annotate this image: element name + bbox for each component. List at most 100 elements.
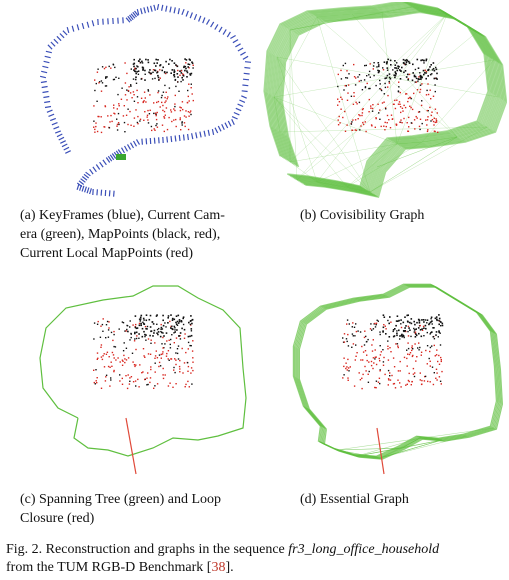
- mappoint-black: [405, 63, 407, 65]
- mappoint-red: [183, 337, 186, 339]
- mappoint-red: [160, 357, 162, 359]
- mappoint-red: [121, 364, 124, 366]
- mappoint-red: [96, 71, 99, 73]
- mappoint-black: [351, 121, 353, 123]
- mappoint-black: [404, 330, 406, 332]
- mappoint-black: [190, 334, 193, 337]
- mappoint-red: [363, 336, 366, 339]
- mappoint-red: [344, 130, 347, 132]
- mappoint-red: [162, 347, 164, 349]
- mappoint-red: [400, 111, 402, 114]
- mappoint-red: [134, 380, 137, 382]
- keyframe-marker: [61, 143, 68, 148]
- mappoint-red: [374, 322, 376, 325]
- keyframe-marker: [113, 190, 115, 197]
- keyframe-marker: [237, 103, 244, 108]
- mappoint-red: [188, 100, 190, 102]
- mappoint-red: [120, 98, 123, 100]
- mappoint-red: [392, 383, 395, 385]
- mappoint-red: [407, 353, 409, 355]
- mappoint-black: [424, 319, 427, 321]
- mappoint-black: [117, 112, 120, 115]
- mappoint-black: [126, 328, 128, 331]
- mappoint-red: [355, 330, 358, 333]
- mappoint-red: [434, 108, 437, 110]
- mappoint-black: [144, 69, 146, 72]
- mappoint-red: [400, 119, 402, 121]
- mappoint-black: [157, 59, 159, 61]
- mappoint-red: [110, 67, 112, 69]
- mappoint-red: [108, 356, 110, 358]
- mappoint-black: [419, 75, 422, 78]
- mappoint-red: [179, 106, 181, 108]
- spanning-tree-edge: [39, 285, 247, 457]
- mappoint-black: [131, 352, 134, 354]
- figure-caption-reference[interactable]: 38: [211, 560, 226, 575]
- mappoint-black: [401, 335, 403, 338]
- mappoint-red: [373, 362, 375, 364]
- mappoint-black: [407, 78, 409, 81]
- mappoint-black: [419, 329, 422, 331]
- mappoint-red: [353, 385, 356, 387]
- mappoint-red: [368, 111, 370, 113]
- mappoint-black: [171, 319, 174, 321]
- keyframe-marker: [126, 144, 132, 150]
- mappoint-red: [104, 105, 106, 107]
- mappoint-red: [390, 114, 393, 116]
- mappoint-black: [156, 314, 158, 316]
- mappoint-black: [419, 78, 421, 80]
- mappoint-red: [394, 107, 397, 110]
- mappoint-black: [176, 324, 179, 326]
- mappoint-red: [134, 365, 136, 368]
- mappoint-black: [143, 330, 145, 333]
- keyframe-marker: [241, 90, 248, 93]
- keyframe-marker: [42, 65, 49, 69]
- keyframe-marker: [205, 19, 211, 25]
- mappoint-black: [135, 76, 137, 78]
- mappoint-red: [407, 325, 410, 328]
- keyframe-marker: [51, 122, 58, 126]
- mappoint-red: [412, 373, 415, 375]
- mappoint-black: [396, 343, 399, 345]
- mappoint-black: [415, 328, 417, 330]
- mappoint-red: [352, 103, 355, 105]
- mappoint-black: [382, 326, 385, 329]
- keyframe-marker: [240, 51, 246, 56]
- mappoint-black: [348, 323, 350, 325]
- mappoint-red: [138, 386, 140, 388]
- mappoint-red: [419, 372, 421, 374]
- mappoint-red: [375, 117, 377, 120]
- mappoint-black: [406, 314, 408, 317]
- mappoint-black: [134, 338, 136, 340]
- mappoint-red: [161, 124, 164, 126]
- mappoint-red: [170, 358, 172, 360]
- mappoint-black: [157, 333, 159, 336]
- mappoint-red: [161, 101, 163, 104]
- mappoint-black: [440, 321, 442, 323]
- mappoint-red: [111, 351, 114, 354]
- mappoint-red: [131, 97, 133, 99]
- keyframe-marker: [120, 147, 126, 154]
- figure-caption-sequence: fr3_long_office_household: [288, 542, 440, 557]
- mappoint-black: [438, 319, 440, 322]
- mappoint-red: [387, 359, 390, 361]
- mappoint-black: [176, 73, 179, 75]
- mappoint-black: [165, 60, 167, 63]
- mappoint-black: [132, 63, 135, 65]
- mappoint-red: [167, 350, 170, 352]
- mappoint-black: [385, 333, 387, 335]
- mappoint-red: [113, 370, 115, 373]
- mappoint-black: [164, 322, 166, 324]
- mappoint-black: [182, 323, 185, 326]
- mappoint-black: [385, 108, 387, 110]
- mappoint-black: [385, 62, 388, 65]
- mappoint-black: [398, 65, 400, 68]
- mappoint-black: [407, 347, 410, 350]
- keyframe-marker: [239, 99, 246, 103]
- mappoint-red: [149, 109, 151, 111]
- keyframe-marker: [203, 130, 206, 137]
- keyframe-marker: [132, 140, 138, 147]
- mappoint-black: [369, 76, 371, 78]
- mappoint-red: [118, 105, 120, 107]
- mappoint-red: [416, 356, 418, 358]
